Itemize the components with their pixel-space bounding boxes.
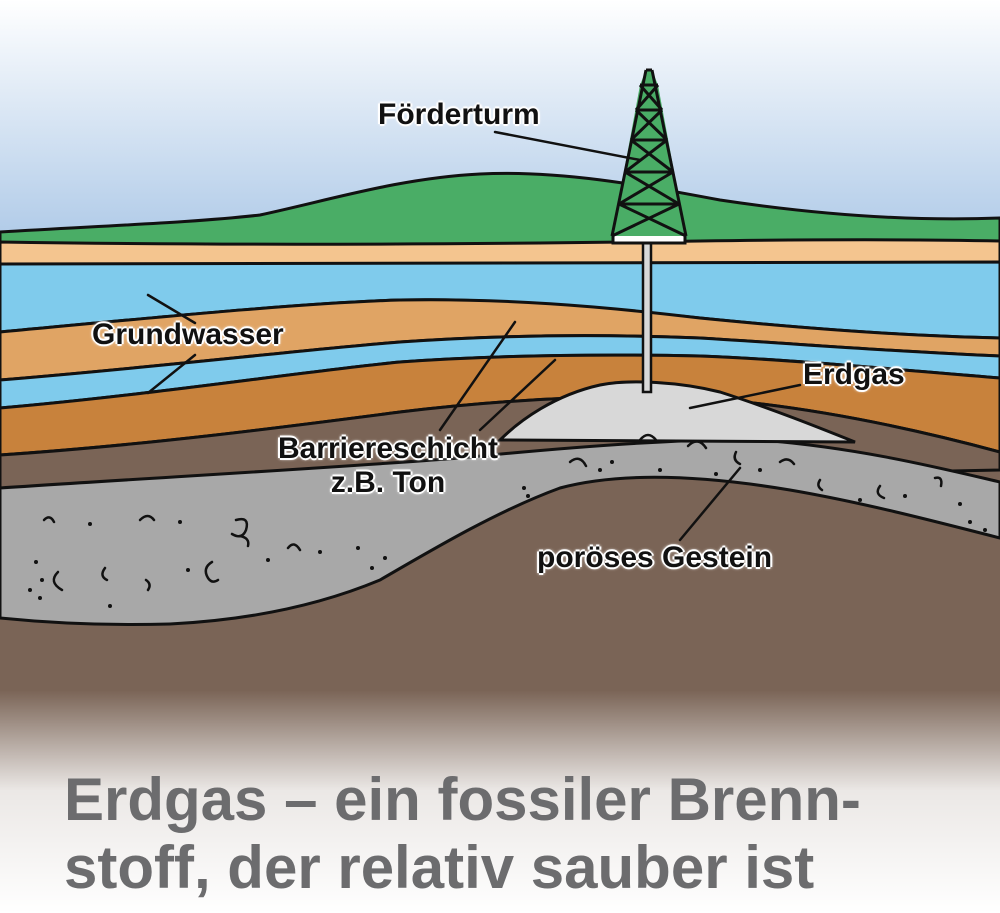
label-gas: Erdgas (803, 358, 905, 391)
leader-groundwater-2 (146, 353, 197, 395)
porous-rock-layer (0, 438, 1000, 627)
label-groundwater: Grundwasser (92, 318, 284, 351)
leader-gas (688, 383, 802, 410)
label-derrick: Förderturm (378, 98, 540, 131)
label-barrier-line1: Barriereschicht (277, 432, 499, 465)
leader-groundwater-1 (146, 293, 197, 325)
porous-speckles (42, 433, 943, 592)
label-barrier: Barriereschicht z.B. Ton (248, 432, 528, 500)
leader-derrick (493, 130, 642, 162)
well-pipe (641, 238, 653, 394)
bottom-fade (0, 690, 1000, 913)
gas-pocket (496, 380, 856, 444)
leader-barrier-1 (438, 320, 517, 432)
label-porous-rock: poröses Gestein (537, 541, 773, 574)
leader-barrier-2 (478, 358, 557, 432)
porous-dots (28, 460, 987, 608)
derrick-tower (610, 68, 688, 238)
caption-line2: stoff, der relativ sauber ist (64, 834, 815, 901)
hill (0, 171, 1000, 247)
label-barrier-line2: z.B. Ton (330, 466, 446, 499)
leader-porous (678, 466, 742, 542)
caption-line1: Erdgas – ein fossiler Brenn- (64, 766, 861, 833)
leader-lines (146, 130, 802, 542)
